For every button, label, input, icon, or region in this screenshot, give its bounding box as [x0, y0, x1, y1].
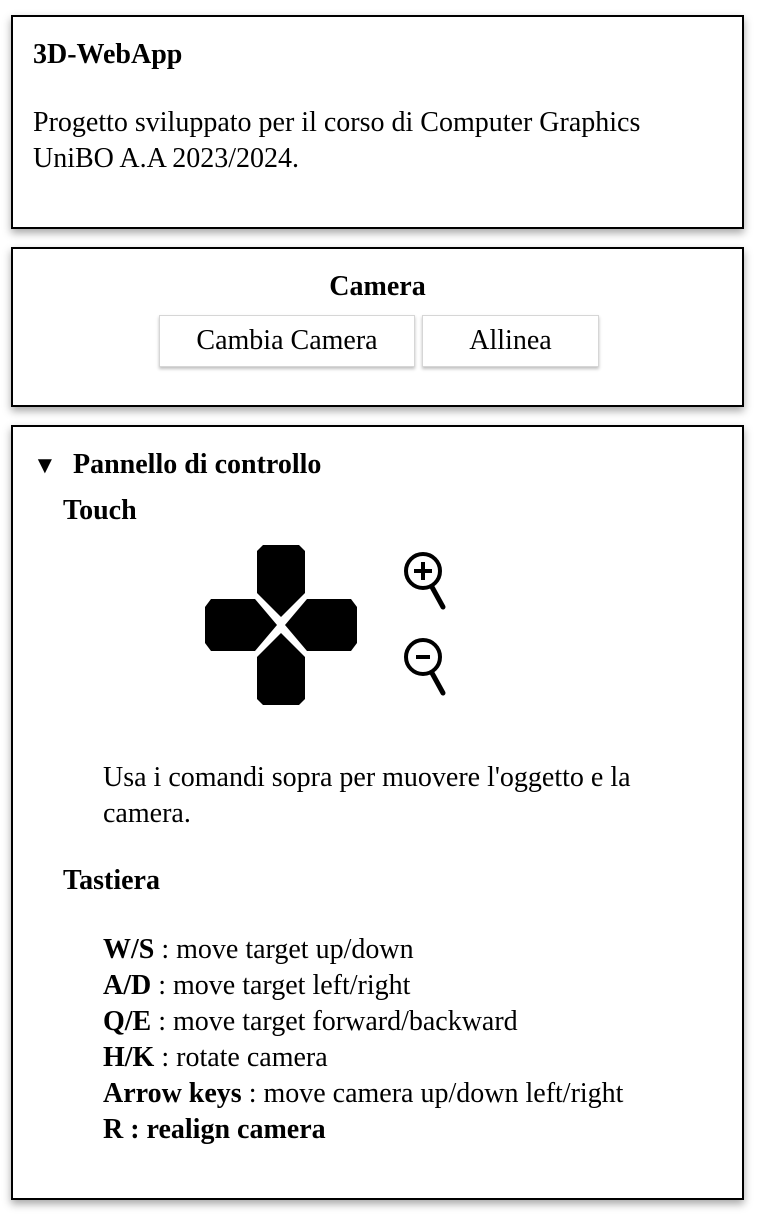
zoom-out-icon[interactable] — [403, 637, 449, 697]
touch-heading: Touch — [63, 495, 137, 526]
shortcut-row: W/S : move target up/down — [103, 932, 623, 968]
control-panel: ▼ Pannello di controllo Touch Usa i coman… — [11, 425, 744, 1200]
shortcut-row: Q/E : move target forward/backward — [103, 1004, 623, 1040]
dpad-control — [205, 545, 357, 705]
shortcut-desc: : move target up/down — [154, 934, 414, 965]
switch-camera-button[interactable]: Cambia Camera — [159, 315, 415, 367]
shortcut-realign: R : realign camera — [103, 1114, 326, 1145]
shortcut-row: Arrow keys : move camera up/down left/ri… — [103, 1076, 623, 1112]
app-description: Progetto sviluppato per il corso di Comp… — [33, 107, 641, 174]
shortcut-desc: : move camera up/down left/right — [241, 1078, 624, 1109]
control-panel-summary-label: Pannello di controllo — [73, 449, 322, 480]
shortcut-desc: : move target left/right — [151, 970, 411, 1001]
dpad-down-button[interactable] — [257, 633, 305, 705]
app-title: 3D-WebApp — [33, 39, 183, 70]
keyboard-heading: Tastiera — [63, 865, 160, 896]
dpad-right-button[interactable] — [285, 599, 357, 651]
touch-hint-text: Usa i comandi sopra per muovere l'oggett… — [103, 762, 631, 829]
shortcut-desc: : rotate camera — [154, 1042, 328, 1073]
shortcut-key: H/K — [103, 1042, 155, 1073]
shortcut-row: A/D : move target left/right — [103, 968, 623, 1004]
dpad-left-button[interactable] — [205, 599, 277, 651]
keyboard-shortcuts-list: W/S : move target up/down A/D : move tar… — [103, 932, 623, 1148]
zoom-in-icon[interactable] — [403, 551, 449, 611]
shortcut-key: Q/E — [103, 1006, 152, 1037]
info-panel: 3D-WebApp Progetto sviluppato per il cor… — [11, 15, 744, 229]
disclosure-triangle-icon: ▼ — [33, 453, 57, 479]
camera-heading: Camera — [329, 271, 426, 302]
control-panel-summary[interactable]: ▼ Pannello di controllo — [33, 447, 321, 484]
camera-panel: Camera Cambia Camera Allinea — [11, 247, 744, 407]
shortcut-key: W/S — [103, 934, 155, 965]
align-camera-button[interactable]: Allinea — [422, 315, 599, 367]
shortcut-key: Arrow keys — [103, 1078, 242, 1109]
shortcut-desc: : move target forward/backward — [151, 1006, 518, 1037]
shortcut-key: A/D — [103, 970, 152, 1001]
shortcut-row: H/K : rotate camera — [103, 1040, 623, 1076]
dpad-up-button[interactable] — [257, 545, 305, 617]
